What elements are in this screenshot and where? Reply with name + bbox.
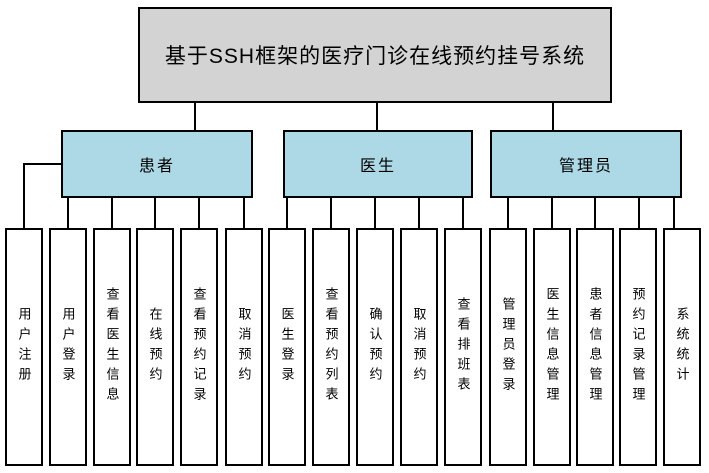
leaf-label-view-schedule: 查看排班表 bbox=[455, 297, 471, 397]
connector-admin-leaf-2 bbox=[551, 198, 553, 228]
connector-doctor-leaf-5 bbox=[462, 198, 464, 228]
connector-doctor-leaf-4 bbox=[418, 198, 420, 228]
leaf-label-cancel-booking-patient: 取消预约 bbox=[236, 307, 252, 387]
leaf-box-view-schedule: 查看排班表 bbox=[444, 228, 482, 466]
leaf-label-user-register: 用户注册 bbox=[16, 307, 32, 387]
connector-patient-leaf-4 bbox=[154, 198, 156, 228]
connector-admin-leaf-4 bbox=[638, 198, 640, 228]
title-text: 基于SSH框架的医疗门诊在线预约挂号系统 bbox=[164, 45, 586, 68]
leaf-label-view-booking-records: 查看预约记录 bbox=[191, 287, 207, 407]
leaf-box-doctor-login: 医生登录 bbox=[268, 228, 306, 466]
leaf-box-online-booking: 在线预约 bbox=[136, 228, 174, 466]
group-box-patient: 患者 bbox=[61, 130, 253, 198]
connector-title-to-patient bbox=[194, 103, 196, 130]
connector-doctor-leaf-1 bbox=[286, 198, 288, 228]
leaf-label-view-doctor-info: 查看医生信息 bbox=[104, 287, 120, 407]
group-label-admin: 管理员 bbox=[558, 158, 613, 175]
leaf-box-view-booking-records: 查看预约记录 bbox=[180, 228, 218, 466]
leaf-box-view-booking-list: 查看预约列表 bbox=[312, 228, 350, 466]
connector-admin-leaf-5 bbox=[673, 198, 675, 228]
leaf-box-user-register: 用户注册 bbox=[5, 228, 43, 466]
leaf-label-system-statistics: 系统统计 bbox=[674, 307, 690, 387]
leaf-label-doctor-info-management: 医生信息管理 bbox=[544, 287, 560, 407]
leaf-label-doctor-login: 医生登录 bbox=[279, 307, 295, 387]
leaf-label-admin-login: 管理员登录 bbox=[500, 297, 516, 397]
connector-patient-elbow-horizontal bbox=[23, 163, 61, 165]
leaf-box-view-doctor-info: 查看医生信息 bbox=[93, 228, 131, 466]
leaf-box-patient-info-management: 患者信息管理 bbox=[576, 228, 614, 466]
leaf-label-online-booking: 在线预约 bbox=[147, 307, 163, 387]
leaf-label-booking-record-management: 预约记录管理 bbox=[630, 287, 646, 407]
leaf-box-cancel-booking-patient: 取消预约 bbox=[225, 228, 263, 466]
leaf-box-cancel-booking-doctor: 取消预约 bbox=[400, 228, 438, 466]
leaf-box-admin-login: 管理员登录 bbox=[489, 228, 527, 466]
connector-admin-leaf-1 bbox=[507, 198, 509, 228]
connector-patient-leaf-6 bbox=[243, 198, 245, 228]
connector-doctor-leaf-3 bbox=[374, 198, 376, 228]
group-label-patient: 患者 bbox=[138, 158, 175, 175]
connector-patient-leaf-2 bbox=[67, 198, 69, 228]
leaf-label-view-booking-list: 查看预约列表 bbox=[323, 287, 339, 407]
leaf-box-booking-record-management: 预约记录管理 bbox=[619, 228, 657, 466]
group-box-admin: 管理员 bbox=[490, 130, 682, 198]
connector-patient-leaf-5 bbox=[198, 198, 200, 228]
group-box-doctor: 医生 bbox=[283, 130, 473, 198]
leaf-label-cancel-booking-doctor: 取消预约 bbox=[411, 307, 427, 387]
group-label-doctor: 医生 bbox=[359, 158, 396, 175]
leaf-label-confirm-booking: 确认预约 bbox=[367, 307, 383, 387]
leaf-label-patient-info-management: 患者信息管理 bbox=[587, 287, 603, 407]
connector-admin-leaf-3 bbox=[594, 198, 596, 228]
leaf-box-user-login: 用户登录 bbox=[49, 228, 87, 466]
title-box: 基于SSH框架的医疗门诊在线预约挂号系统 bbox=[138, 7, 612, 103]
leaf-box-confirm-booking: 确认预约 bbox=[356, 228, 394, 466]
leaf-box-doctor-info-management: 医生信息管理 bbox=[533, 228, 571, 466]
connector-title-to-doctor bbox=[376, 103, 378, 130]
connector-title-to-admin bbox=[552, 103, 554, 130]
leaf-box-system-statistics: 系统统计 bbox=[663, 228, 701, 466]
connector-patient-leaf-3 bbox=[111, 198, 113, 228]
connector-patient-elbow-vertical bbox=[23, 163, 25, 228]
leaf-label-user-login: 用户登录 bbox=[60, 307, 76, 387]
connector-doctor-leaf-2 bbox=[330, 198, 332, 228]
